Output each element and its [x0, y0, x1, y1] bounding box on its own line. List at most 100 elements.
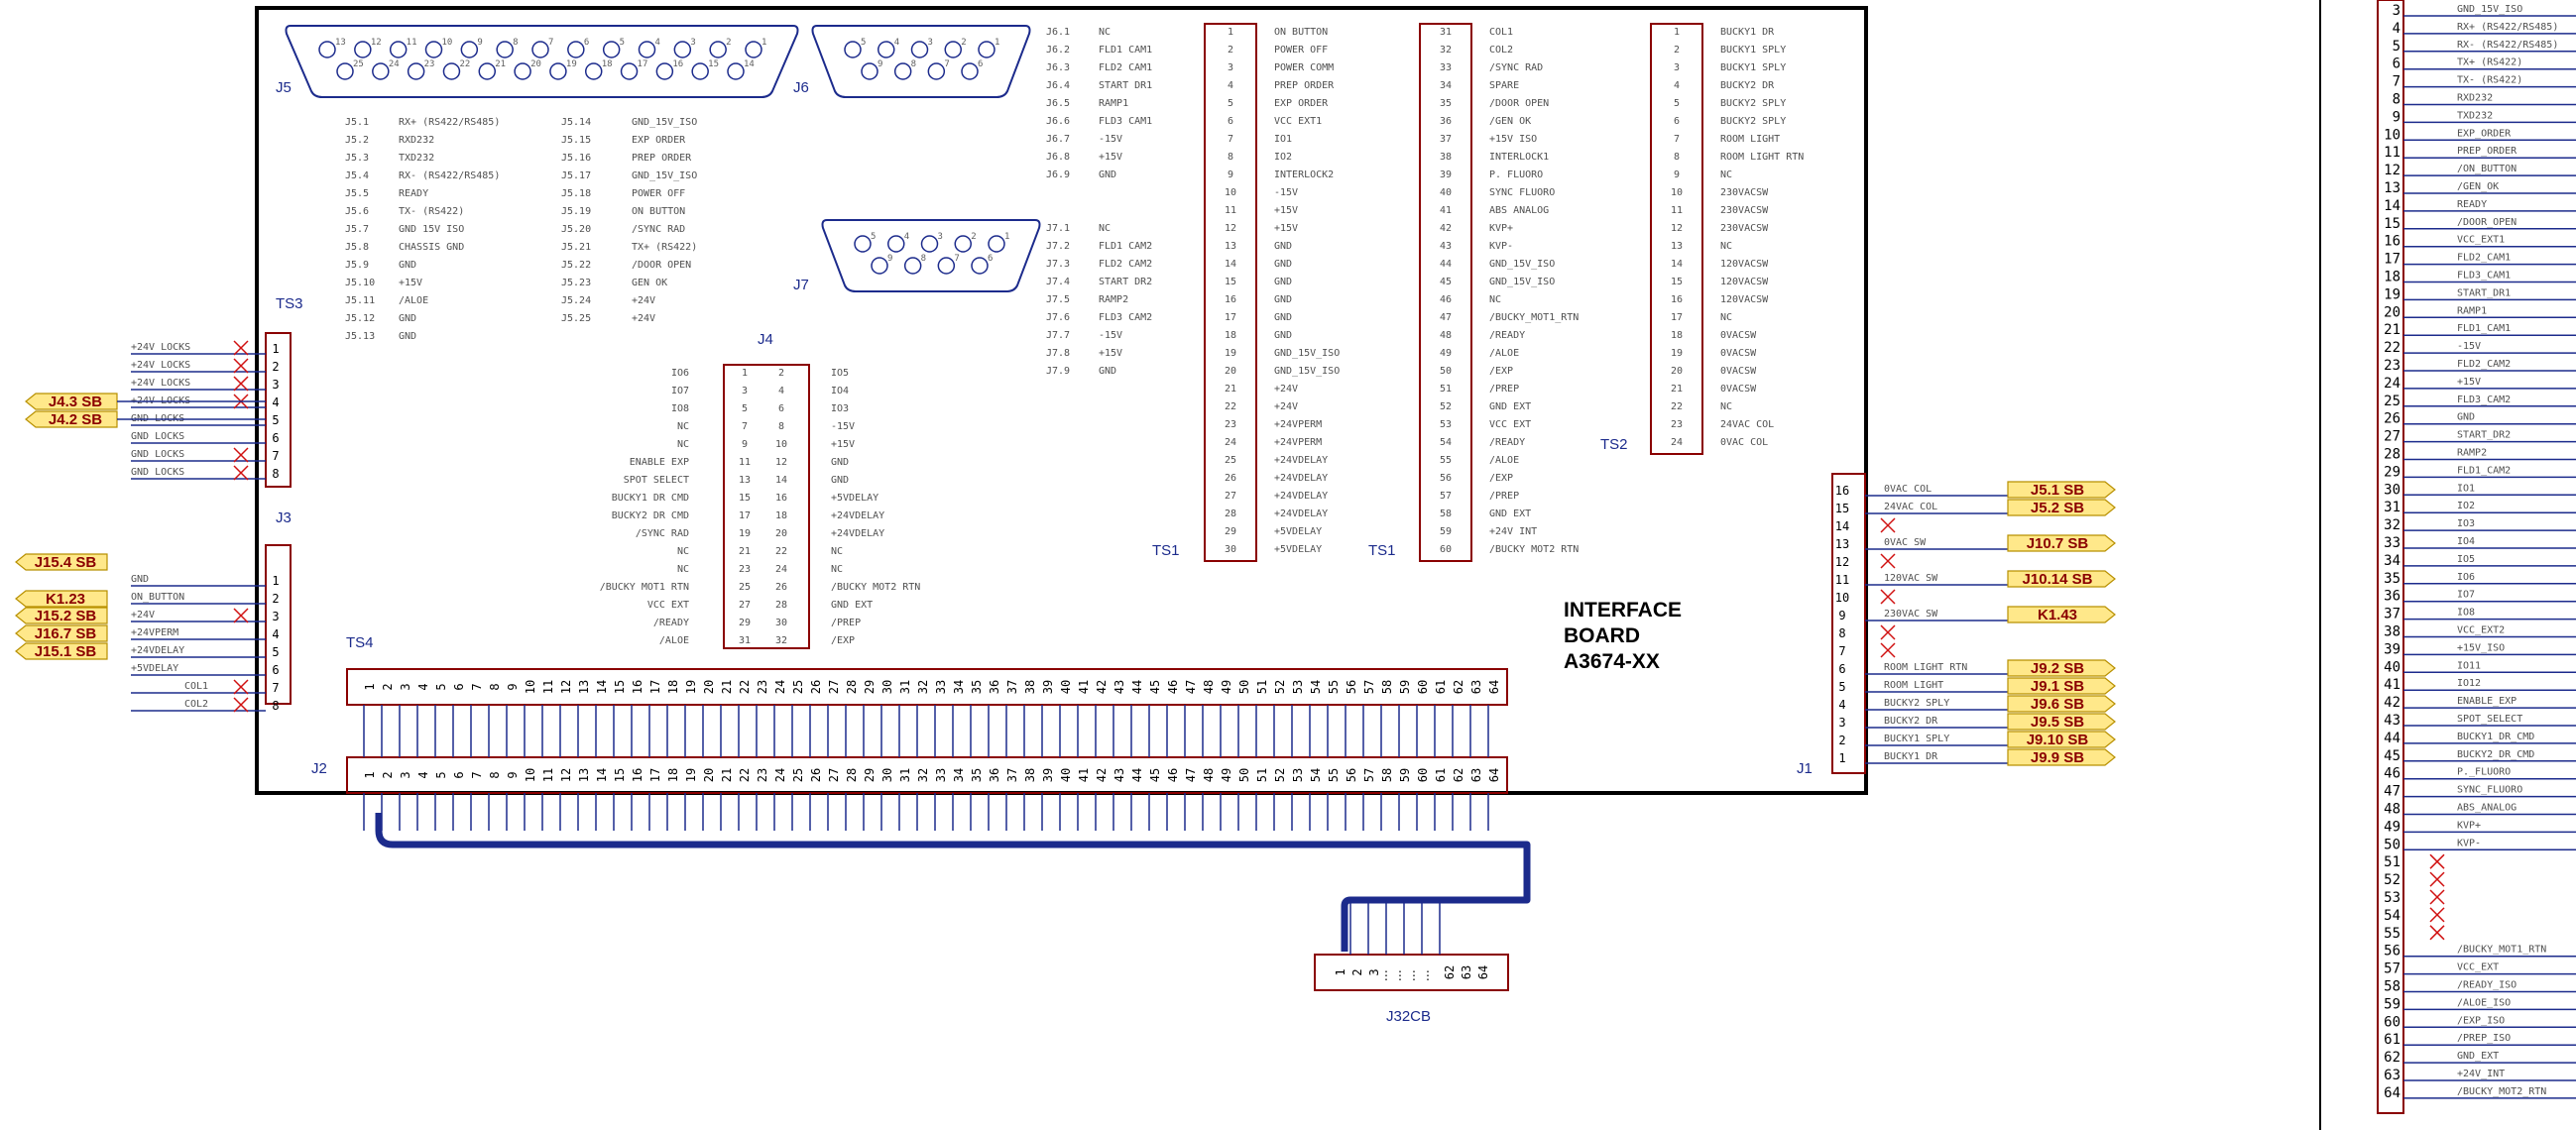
ts4-label: TS4 — [346, 634, 374, 651]
right-connector-pin: 22 — [2384, 340, 2400, 356]
j5-list-signal: TX+ (RS422) — [632, 242, 697, 253]
right-connector-pin: 19 — [2384, 286, 2400, 302]
j1-tag-14: J9.10 SB — [2027, 732, 2089, 748]
j7-list-pin: J7.2 — [1046, 241, 1070, 252]
right-connector-signal: VCC_EXT1 — [2457, 235, 2505, 246]
right-connector-pin: 32 — [2384, 517, 2400, 533]
j2-top-pin: 42 — [1095, 680, 1109, 694]
ts2-pin: 2 — [1674, 45, 1680, 56]
ts1a-signal: GND — [1274, 259, 1292, 270]
j3-label: J3 — [276, 509, 292, 526]
ts1b-signal: SYNC FLUORO — [1489, 187, 1555, 198]
j2-top-pin: 5 — [434, 683, 448, 690]
ts2-signal: 230VACSW — [1720, 223, 1769, 234]
j2-top-pin: 46 — [1166, 680, 1180, 694]
j2-top-pin: 55 — [1327, 680, 1341, 694]
ts2-label: TS2 — [1600, 436, 1628, 453]
j6-list-signal: RAMP1 — [1099, 98, 1128, 109]
right-connector-pin: 46 — [2384, 766, 2400, 782]
j2-bottom-pin: 2 — [381, 771, 395, 778]
j1-no-connect — [1880, 517, 1896, 533]
j1-signal: BUCKY1 DR — [1884, 751, 1938, 762]
j1-signal: ROOM LIGHT — [1884, 680, 1943, 691]
j5-pin-num: 12 — [371, 38, 382, 48]
ts3-no-connect — [233, 376, 249, 392]
ts2-signal: 0VACSW — [1720, 366, 1757, 377]
j2-bottom-pin: 33 — [934, 768, 948, 782]
right-connector-signal: FLD2_CAM2 — [2457, 359, 2511, 370]
ts2-pin: 13 — [1671, 241, 1683, 252]
ts3-tag-j4-3: J4.3 SB — [49, 394, 102, 410]
ts4-tag-3: J16.7 SB — [35, 625, 97, 642]
j5-list-signal: GND — [399, 313, 416, 324]
j1-tag-15: J9.9 SB — [2031, 749, 2084, 766]
j2-bottom-pin: 11 — [541, 768, 555, 782]
right-connector-pin: 30 — [2384, 482, 2400, 498]
j2-bottom-pin: 36 — [988, 768, 1001, 782]
ts1b-signal: /EXP — [1489, 366, 1513, 377]
ts1a-signal: VCC EXT1 — [1274, 116, 1322, 127]
j5-pin-num: 4 — [655, 38, 660, 48]
j4-signal-left: /READY — [653, 618, 689, 628]
j2-bottom-pin: 15 — [613, 768, 627, 782]
ts1a-signal: INTERLOCK2 — [1274, 170, 1334, 180]
j5-pin-num: 1 — [761, 38, 766, 48]
j5-pin-num: 16 — [672, 59, 683, 69]
j4-signal-left: SPOT SELECT — [624, 475, 689, 486]
j4-pin: 30 — [775, 618, 787, 628]
right-connector-signal: RXD232 — [2457, 93, 2493, 104]
right-connector-pin: 56 — [2384, 944, 2400, 960]
j4-pin: 12 — [775, 457, 787, 468]
right-connector-pin: 7 — [2393, 74, 2400, 90]
j5-list-pin: J5.12 — [345, 313, 375, 324]
ts1b-signal: /PREP — [1489, 384, 1519, 395]
j5-pin-12 — [354, 41, 372, 58]
j2-bottom-pin: 37 — [1005, 768, 1019, 782]
j2-top-pin: 53 — [1291, 680, 1305, 694]
ts1a-pin: 6 — [1228, 116, 1233, 127]
j7-pin-6 — [971, 257, 989, 275]
j2-top-pin: 47 — [1184, 680, 1198, 694]
j6-list-signal: FLD3 CAM1 — [1099, 116, 1152, 127]
j5-list-pin: J5.5 — [345, 188, 369, 199]
j6-list-signal: NC — [1099, 27, 1111, 38]
ts4-signal: GND — [131, 574, 149, 585]
ts1a-pin: 21 — [1225, 384, 1236, 395]
j2-top-pin: 20 — [702, 680, 716, 694]
j4-signal-right: /EXP — [831, 635, 855, 646]
ts4-tag-2: J15.2 SB — [35, 608, 97, 624]
j2-top-pin: 56 — [1345, 680, 1358, 694]
ts2-pin: 24 — [1671, 437, 1683, 448]
j5-list-signal: RX- (RS422/RS485) — [399, 170, 500, 181]
right-connector-signal: /PREP_ISO — [2457, 1033, 2511, 1044]
j5-pin-25 — [336, 62, 354, 80]
j5-list-pin: J5.6 — [345, 206, 369, 217]
j1-tag-10-shape — [2007, 659, 2116, 677]
j2-bottom-pin: 54 — [1309, 768, 1323, 782]
right-connector-pin: 51 — [2384, 854, 2400, 870]
right-connector-pin: 18 — [2384, 270, 2400, 285]
ts3-signal: GND LOCKS — [131, 431, 184, 442]
j2-bottom-pin: 26 — [809, 768, 823, 782]
right-connector-signal: TX+ (RS422) — [2457, 57, 2522, 68]
j2-top-pin: 41 — [1077, 680, 1091, 694]
j5-pin-num: 3 — [690, 38, 695, 48]
j4-pin: 19 — [739, 528, 751, 539]
ts2-signal: 120VACSW — [1720, 259, 1769, 270]
ts1a-signal: GND — [1274, 294, 1292, 305]
ts2-pin: 3 — [1674, 62, 1680, 73]
ts4-pin: 4 — [272, 627, 279, 641]
ts1a-pin: 17 — [1225, 312, 1236, 323]
ts1a-signal: GND — [1274, 277, 1292, 287]
j5-list-pin: J5.23 — [561, 278, 591, 288]
j2-top-pin: 63 — [1469, 680, 1483, 694]
right-connector-pin: 5 — [2393, 39, 2400, 55]
j4-pin: 5 — [742, 403, 748, 414]
right-connector-signal: VCC_EXT2 — [2457, 625, 2505, 636]
ts1b-pin: 40 — [1440, 187, 1452, 198]
j2-top-pin: 10 — [524, 680, 537, 694]
j2-bottom-pin: 43 — [1112, 768, 1126, 782]
right-connector-signal: EXP_ORDER — [2457, 128, 2512, 139]
j7-list-pin: J7.4 — [1046, 277, 1070, 287]
j2-bottom-pin: 3 — [399, 771, 412, 778]
